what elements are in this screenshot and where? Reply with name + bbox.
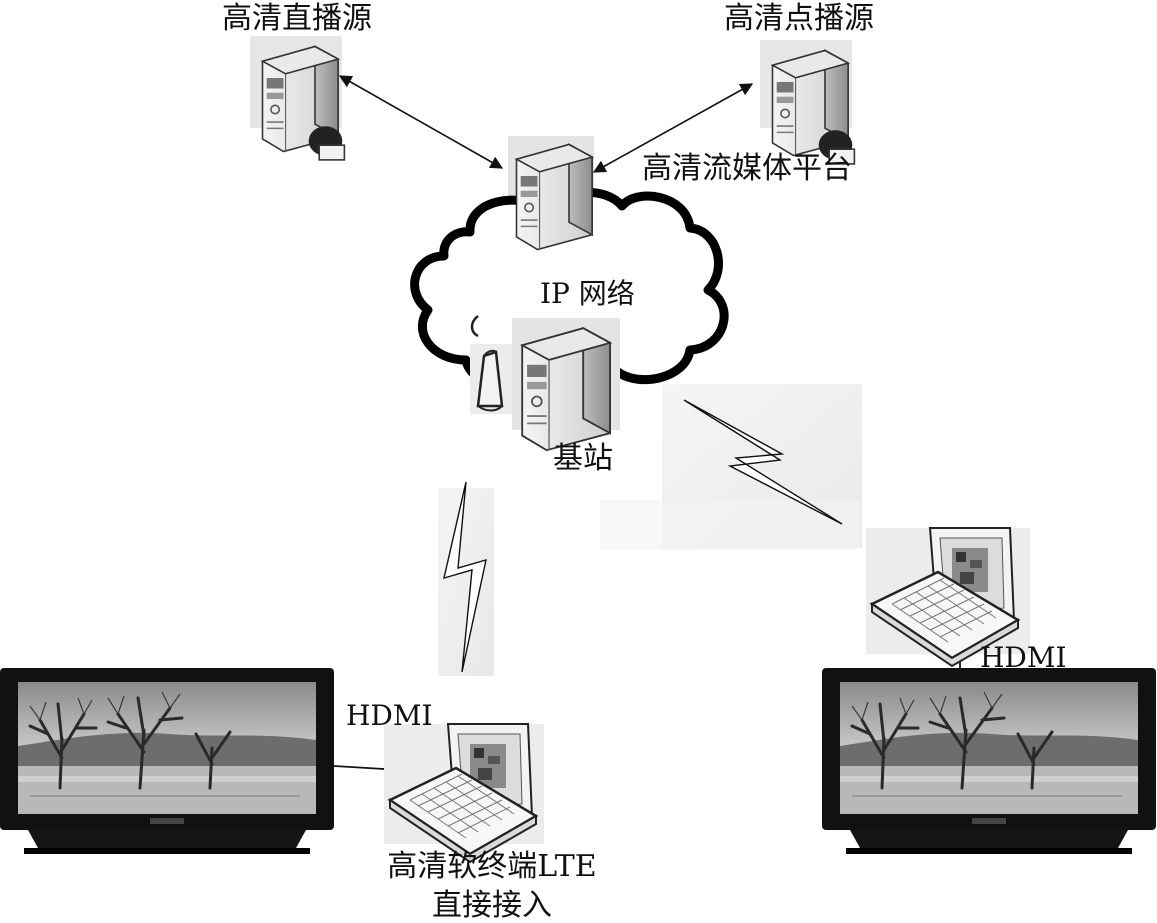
tv-right xyxy=(820,666,1157,856)
label-ip-network: IP 网络 xyxy=(540,277,635,310)
label-terminal-line2: 直接接入 xyxy=(432,888,552,923)
label-platform: 高清流媒体平台 xyxy=(642,151,852,186)
label-hdmi-right: HDMI xyxy=(980,641,1067,674)
label-terminal: 高清软终端LTE 直接接入 xyxy=(376,850,608,922)
live-source-server xyxy=(261,45,346,161)
label-live-source: 高清直播源 xyxy=(222,1,372,36)
vod-source-server xyxy=(771,49,856,165)
base-station-server xyxy=(521,327,611,452)
streaming-platform-server xyxy=(515,143,593,251)
label-terminal-line1: 高清软终端LTE xyxy=(387,849,597,884)
label-base-station: 基站 xyxy=(553,441,613,476)
ip-network-cloud xyxy=(410,188,729,396)
label-vod-source: 高清点播源 xyxy=(724,1,874,36)
base-station xyxy=(470,315,514,414)
label-hdmi-left: HDMI xyxy=(346,699,433,732)
wireless-link-left-icon xyxy=(443,481,487,673)
tv-left xyxy=(0,666,336,856)
wireless-link-right-icon xyxy=(683,399,843,525)
link-vod-platform xyxy=(592,83,754,173)
link-live-platform xyxy=(338,75,504,169)
